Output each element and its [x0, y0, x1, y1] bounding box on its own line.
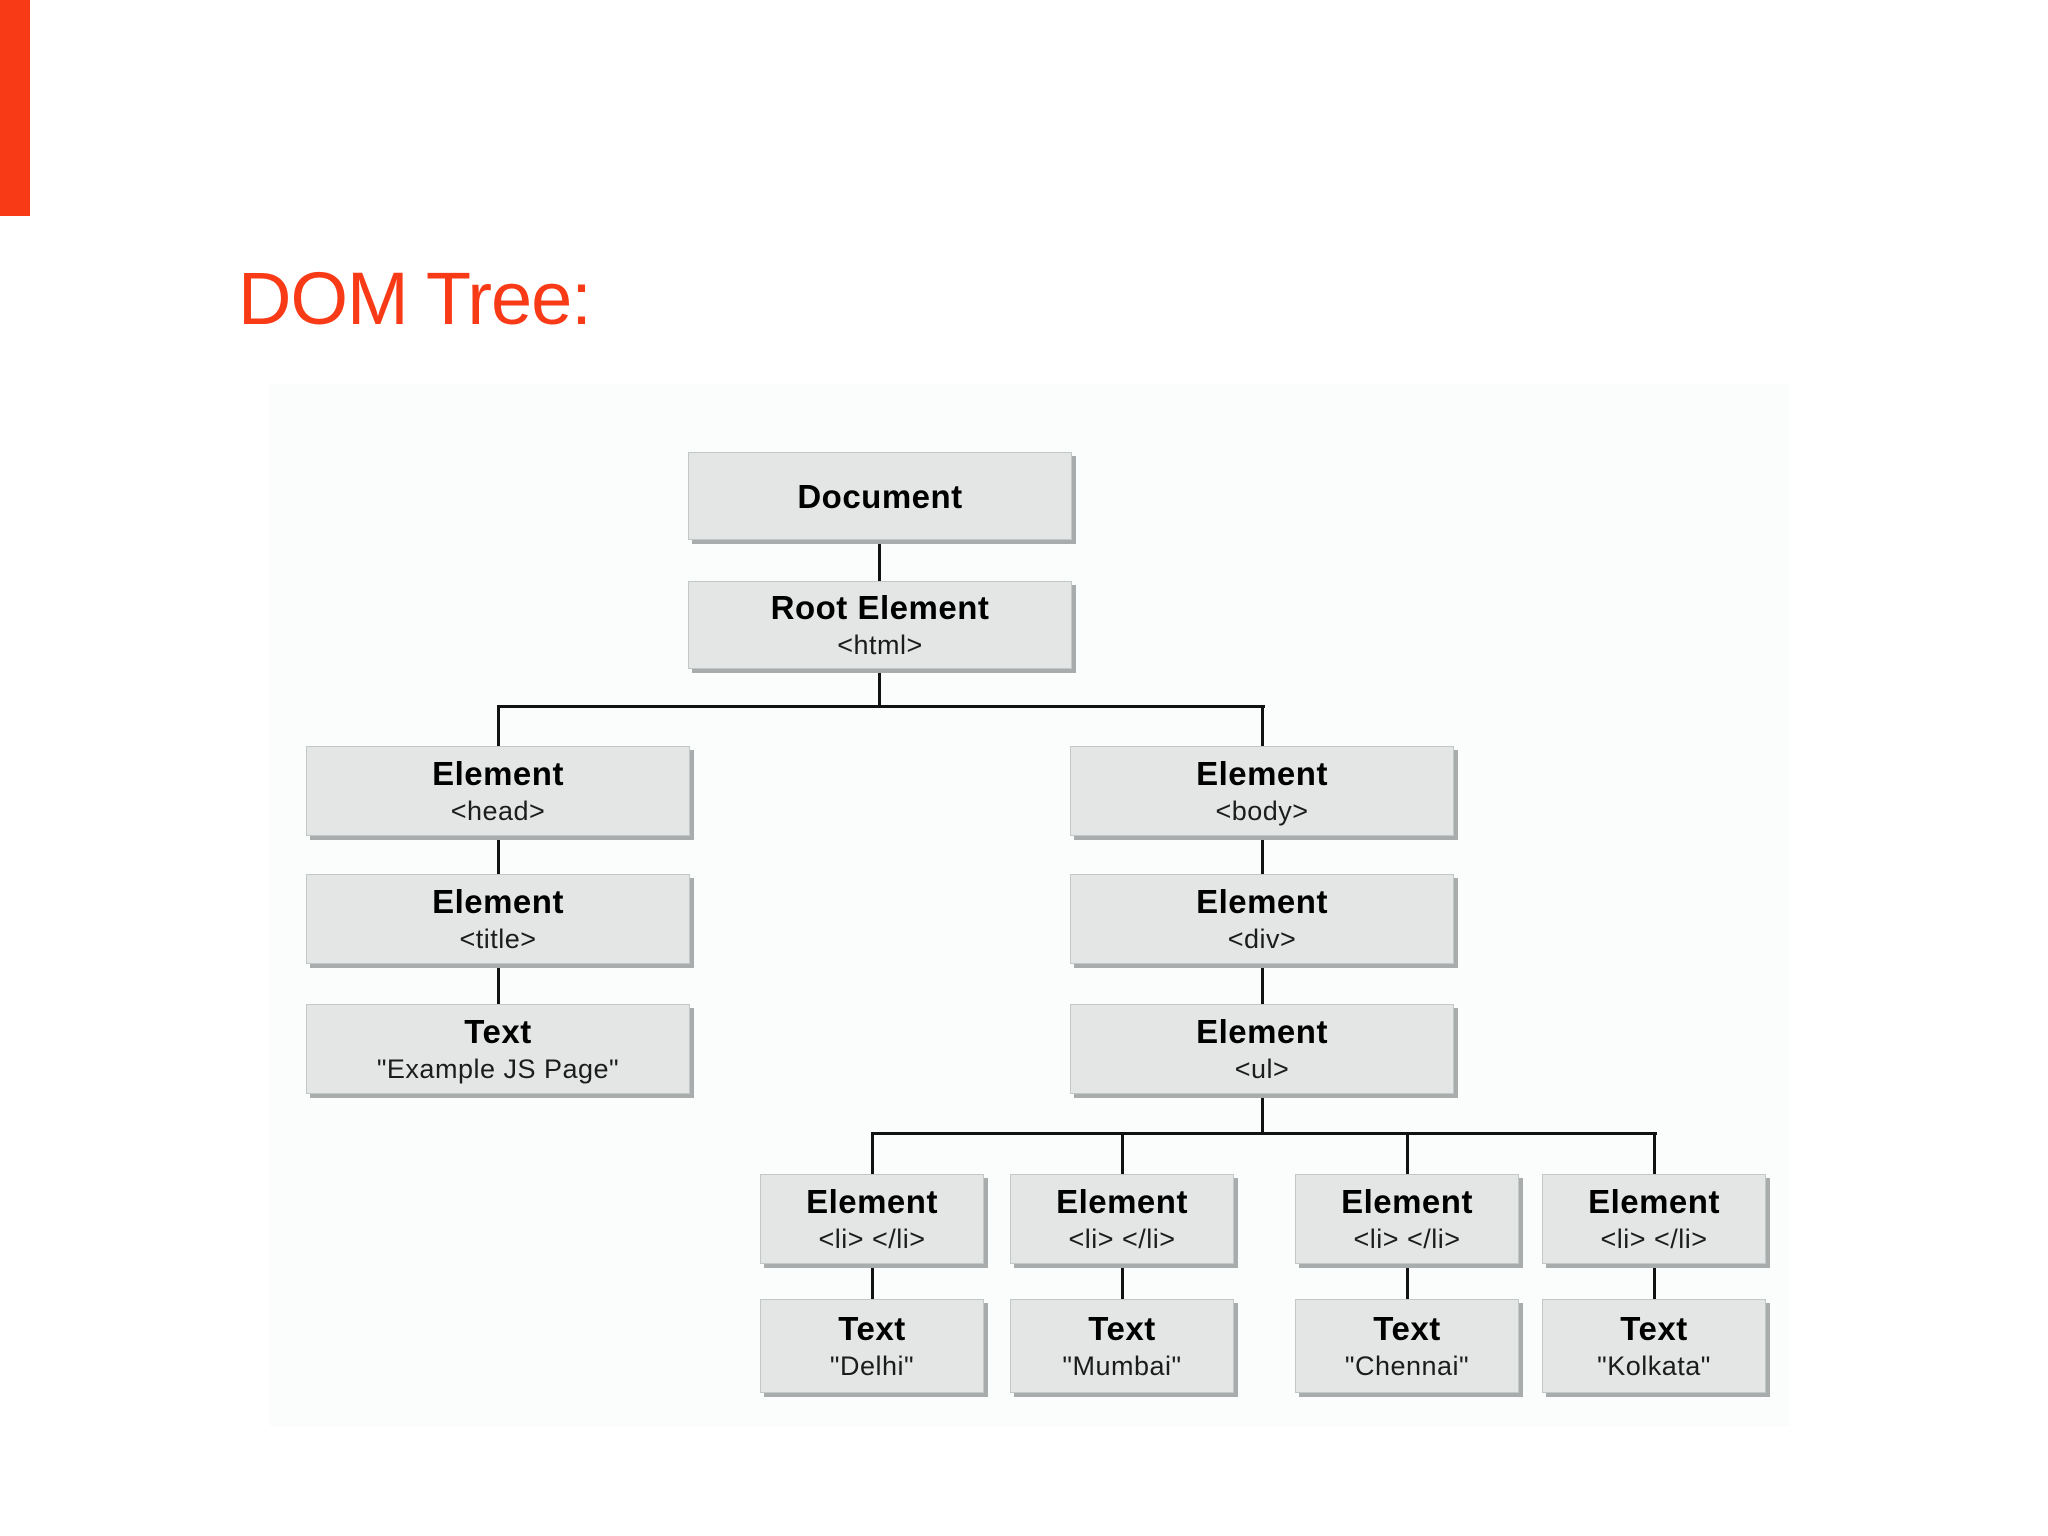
node-subtitle: <body> — [1215, 796, 1309, 826]
node-title: Text — [1373, 1310, 1441, 1347]
connector-split-li4 — [1653, 1135, 1656, 1174]
node-root-element: Root Element <html> — [688, 581, 1072, 669]
node-subtitle: "Mumbai" — [1062, 1351, 1182, 1381]
node-title: Element — [1196, 755, 1328, 792]
node-element-li-4: Element <li> </li> — [1542, 1174, 1766, 1264]
node-title: Element — [1588, 1183, 1720, 1220]
node-subtitle: <div> — [1227, 924, 1297, 954]
node-subtitle: <ul> — [1234, 1054, 1290, 1084]
node-element-li-2: Element <li> </li> — [1010, 1174, 1234, 1264]
node-subtitle: <title> — [459, 924, 537, 954]
connector-split-li2 — [1121, 1135, 1124, 1174]
node-element-li-1: Element <li> </li> — [760, 1174, 984, 1264]
connector-title-text — [497, 964, 500, 1004]
node-element-li-3: Element <li> </li> — [1295, 1174, 1519, 1264]
node-title: Element — [1196, 1013, 1328, 1050]
connector-li4-text — [1653, 1264, 1656, 1299]
node-element-div: Element <div> — [1070, 874, 1454, 964]
connector-split-li1 — [871, 1135, 874, 1174]
node-subtitle: <li> </li> — [818, 1224, 926, 1254]
node-title: Element — [1056, 1183, 1188, 1220]
page-title: DOM Tree: — [238, 257, 592, 340]
node-title: Text — [838, 1310, 906, 1347]
connector-div-ul — [1261, 964, 1264, 1004]
connector-li2-text — [1121, 1264, 1124, 1299]
node-title: Element — [806, 1183, 938, 1220]
node-subtitle: <head> — [450, 796, 546, 826]
node-text-mumbai: Text "Mumbai" — [1010, 1299, 1234, 1393]
connector-root-split — [878, 669, 881, 707]
connector-body-div — [1261, 836, 1264, 874]
node-subtitle: "Delhi" — [829, 1351, 915, 1381]
node-title: Text — [1620, 1310, 1688, 1347]
connector-ul-split — [1261, 1094, 1264, 1132]
connector-li-horizontal — [871, 1132, 1657, 1135]
node-subtitle: <li> </li> — [1600, 1224, 1708, 1254]
node-title: Element — [1196, 883, 1328, 920]
node-title: Element — [432, 755, 564, 792]
node-text-kolkata: Text "Kolkata" — [1542, 1299, 1766, 1393]
node-title: Element — [1341, 1183, 1473, 1220]
node-title: Text — [464, 1013, 532, 1050]
node-text-chennai: Text "Chennai" — [1295, 1299, 1519, 1393]
connector-split-horizontal — [497, 705, 1265, 708]
node-subtitle: <html> — [837, 630, 923, 660]
connector-li1-text — [871, 1264, 874, 1299]
connector-split-body — [1261, 708, 1264, 746]
node-element-body: Element <body> — [1070, 746, 1454, 836]
node-title: Root Element — [770, 589, 990, 626]
node-subtitle: "Chennai" — [1344, 1351, 1470, 1381]
node-subtitle: <li> </li> — [1353, 1224, 1461, 1254]
node-subtitle: "Kolkata" — [1597, 1351, 1711, 1381]
node-title: Text — [1088, 1310, 1156, 1347]
node-text-delhi: Text "Delhi" — [760, 1299, 984, 1393]
connector-head-title — [497, 836, 500, 874]
connector-document-root — [878, 540, 881, 581]
node-subtitle: "Example JS Page" — [376, 1054, 620, 1084]
connector-split-li3 — [1406, 1135, 1409, 1174]
node-text-example-js-page: Text "Example JS Page" — [306, 1004, 690, 1094]
node-title: Element — [432, 883, 564, 920]
accent-bar — [0, 0, 30, 216]
node-element-title: Element <title> — [306, 874, 690, 964]
connector-li3-text — [1406, 1264, 1409, 1299]
node-element-ul: Element <ul> — [1070, 1004, 1454, 1094]
node-document: Document — [688, 452, 1072, 540]
node-element-head: Element <head> — [306, 746, 690, 836]
node-subtitle: <li> </li> — [1068, 1224, 1176, 1254]
node-title: Document — [797, 477, 963, 515]
connector-split-head — [497, 708, 500, 746]
